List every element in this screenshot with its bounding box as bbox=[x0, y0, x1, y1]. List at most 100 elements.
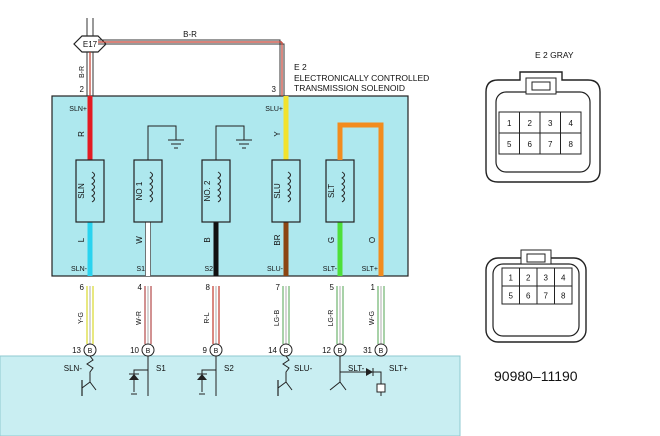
left-top-pin: 2 bbox=[80, 85, 85, 94]
coil-name-2: NO 1 bbox=[135, 181, 144, 200]
bottom-terminal-1: SLN- bbox=[71, 266, 88, 273]
harness-color-1: Y-G bbox=[78, 312, 85, 324]
coil-box-2 bbox=[133, 159, 163, 223]
pin-number-conn-bot-pins-5: 5 bbox=[509, 292, 514, 301]
ecu-label-6: SLT+ bbox=[389, 364, 408, 373]
ecu-transistor-sln-icon bbox=[81, 355, 97, 391]
ecu-connector-letter-4: B bbox=[284, 348, 289, 355]
coil-name-4: SLU bbox=[273, 183, 282, 199]
bottom-wire-label-5: G bbox=[327, 237, 336, 243]
coil-icon-5 bbox=[341, 171, 345, 203]
top-wire-label-4: Y bbox=[273, 131, 282, 137]
ecu-slt-diode-icon bbox=[366, 368, 373, 376]
ecu-connector-icon-6 bbox=[374, 343, 388, 357]
ecu-pin-4: 14 bbox=[268, 346, 277, 355]
pin-number-conn-top-pins-7: 7 bbox=[548, 140, 553, 149]
connector-pin-4: 7 bbox=[276, 283, 281, 292]
ecu-label-1: SLN- bbox=[64, 364, 83, 373]
ecu-connector-letter-5: B bbox=[338, 348, 343, 355]
pin-number-conn-top-pins-1: 1 bbox=[507, 119, 512, 128]
component-name-line1: ELECTRONICALLY CONTROLLED bbox=[294, 73, 429, 83]
ecu-connector-letter-2: B bbox=[146, 348, 151, 355]
coil-icon-2 bbox=[149, 171, 153, 203]
pin-number-conn-top-pins-8: 8 bbox=[569, 140, 574, 149]
coil-icon-1 bbox=[91, 171, 95, 203]
pin-number-conn-top-pins-4: 4 bbox=[569, 119, 574, 128]
pin-number-conn-top-pins-2: 2 bbox=[528, 119, 533, 128]
pin-number-conn-bot-pins-8: 8 bbox=[561, 292, 566, 301]
ecu-label-4: SLU- bbox=[294, 364, 313, 373]
ecu-label-5: SLT- bbox=[348, 364, 365, 373]
ecu-internals bbox=[81, 355, 386, 396]
bottom-wire-label-2: W bbox=[135, 236, 144, 244]
slt-orange-loop bbox=[337, 122, 384, 268]
bottom-wire-label-3: B bbox=[203, 237, 212, 242]
pin-number-conn-top-pins-6: 6 bbox=[528, 140, 533, 149]
pin-number-conn-bot-pins-1: 1 bbox=[509, 274, 514, 283]
bottom-terminal-4: SLU- bbox=[267, 266, 284, 273]
pin-number-conn-bot-pins-3: 3 bbox=[544, 274, 549, 283]
pin-number-conn-top-pins-3: 3 bbox=[548, 119, 553, 128]
connector-header: E 2 GRAY bbox=[535, 50, 574, 60]
ecu-label-3: S2 bbox=[224, 364, 234, 373]
top-terminal-1: SLN+ bbox=[69, 106, 87, 113]
pin-number-conn-bot-pins-2: 2 bbox=[526, 274, 531, 283]
harness-color-5: LG-R bbox=[328, 310, 335, 327]
ecu-pin-2: 10 bbox=[130, 346, 139, 355]
ecu-diode-icon-2 bbox=[197, 374, 207, 380]
coil-box-5 bbox=[325, 159, 355, 223]
coil-icon-3 bbox=[217, 171, 221, 203]
ecu-pin-1: 13 bbox=[72, 346, 81, 355]
ecu-pin-5: 12 bbox=[322, 346, 331, 355]
top-terminal-4: SLU+ bbox=[265, 106, 283, 113]
bottom-wire-label-6: O bbox=[368, 237, 377, 243]
pin-number-conn-top-pins-5: 5 bbox=[507, 140, 512, 149]
pin-number-conn-bot-pins-7: 7 bbox=[544, 292, 549, 301]
connector-pin-2: 4 bbox=[138, 283, 143, 292]
coil-box-4 bbox=[271, 159, 301, 223]
gray-connector-bottom: 1 2 3 4 5 6 7 8 bbox=[485, 249, 587, 343]
ecu-pin-6: 31 bbox=[363, 346, 372, 355]
connector-pin-1: 6 bbox=[80, 283, 85, 292]
ecu-diode-wire-1 bbox=[133, 356, 149, 396]
part-number: 90980–11190 bbox=[494, 368, 578, 384]
ecu-connector-letter-6: B bbox=[379, 348, 384, 355]
harness-color-4: LG-B bbox=[274, 310, 281, 327]
coil-box-1 bbox=[75, 159, 105, 223]
ecu-slt-resistor-icon bbox=[376, 383, 386, 393]
bottom-wire-label-4: BR bbox=[273, 234, 282, 245]
ecu-label-2: S1 bbox=[156, 364, 166, 373]
pin-cell-conn-top-pins-8 bbox=[560, 132, 582, 155]
ecu-connector-letter-1: B bbox=[88, 348, 93, 355]
pin-number-conn-bot-pins-4: 4 bbox=[561, 274, 566, 283]
component-name-line2: TRANSMISSION SOLENOID bbox=[294, 83, 405, 93]
harness-color-3: R-L bbox=[204, 312, 211, 323]
bottom-terminal-5: SLT- bbox=[323, 266, 338, 273]
bottom-terminal-3: S2 bbox=[204, 266, 213, 273]
ground-symbol-no1 bbox=[147, 125, 184, 160]
coil-icon-4 bbox=[287, 171, 291, 203]
harness-color-2: W-R bbox=[136, 311, 143, 325]
coil-name-5: SLT bbox=[327, 184, 336, 198]
pin-cell-conn-bot-pins-8 bbox=[554, 285, 573, 305]
ground-symbol-no2 bbox=[215, 125, 252, 160]
ecu-transistor-slu-icon bbox=[277, 355, 293, 391]
gray-connector-top: 1 2 3 4 5 6 7 8 bbox=[485, 71, 601, 183]
ecu-diode-icon-1 bbox=[129, 374, 139, 380]
right-top-pin: 3 bbox=[272, 85, 277, 94]
harness-color-6: W-G bbox=[369, 311, 376, 325]
bottom-terminal-6: SLT+ bbox=[362, 266, 378, 273]
coil-name-3: NO. 2 bbox=[203, 180, 212, 201]
pin-number-conn-bot-pins-6: 6 bbox=[526, 292, 531, 301]
ecu-connector-letter-3: B bbox=[214, 348, 219, 355]
top-wire-label-1: R bbox=[77, 131, 86, 137]
connector-pin-6: 1 bbox=[371, 283, 376, 292]
bottom-terminal-2: S1 bbox=[136, 266, 145, 273]
connector-pin-5: 5 bbox=[330, 283, 335, 292]
e17-connector-label: E17 bbox=[83, 40, 98, 49]
